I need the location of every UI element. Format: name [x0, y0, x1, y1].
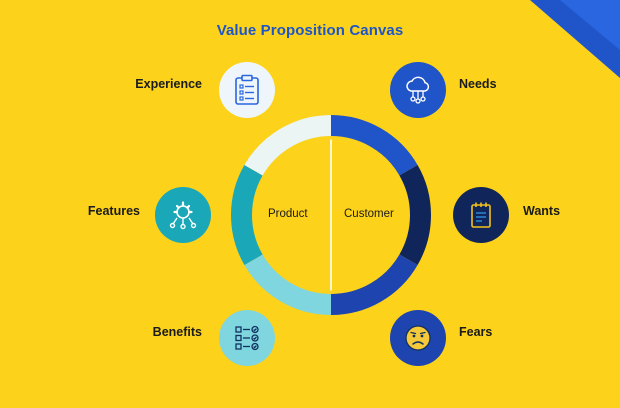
gear-network-icon: [169, 201, 197, 230]
ring-segment-customer-top: [330, 115, 418, 176]
worried-face-icon: [405, 325, 431, 351]
features-label: Features: [87, 204, 140, 218]
features-icon-circle: [155, 187, 211, 243]
ring-segment-product-top: [244, 115, 332, 176]
customer-label: Customer: [344, 208, 394, 220]
checklist-icon: [235, 325, 259, 351]
fears-icon-circle: [390, 310, 446, 366]
benefits-icon-circle: [219, 310, 275, 366]
wants-label: Wants: [523, 204, 561, 218]
ring-segment-product-bottom: [244, 254, 332, 315]
product-label: Product: [268, 208, 308, 220]
experience-icon-circle: [219, 62, 275, 118]
needs-icon-circle: [390, 62, 446, 118]
notepad-icon: [471, 202, 491, 228]
benefits-label: Benefits: [152, 325, 202, 339]
ring-segment-customer-bottom: [330, 254, 418, 315]
ring-segment-product-mid: [231, 165, 263, 265]
diagram-title: Value Proposition Canvas: [216, 22, 404, 39]
experience-label: Experience: [135, 77, 202, 91]
clipboard-checklist-icon: [235, 74, 259, 105]
needs-label: Needs: [459, 77, 497, 91]
cloud-network-icon: [406, 76, 430, 104]
wants-icon-circle: [453, 187, 509, 243]
ring-segment-customer-mid: [399, 165, 431, 265]
fears-label: Fears: [459, 325, 493, 339]
